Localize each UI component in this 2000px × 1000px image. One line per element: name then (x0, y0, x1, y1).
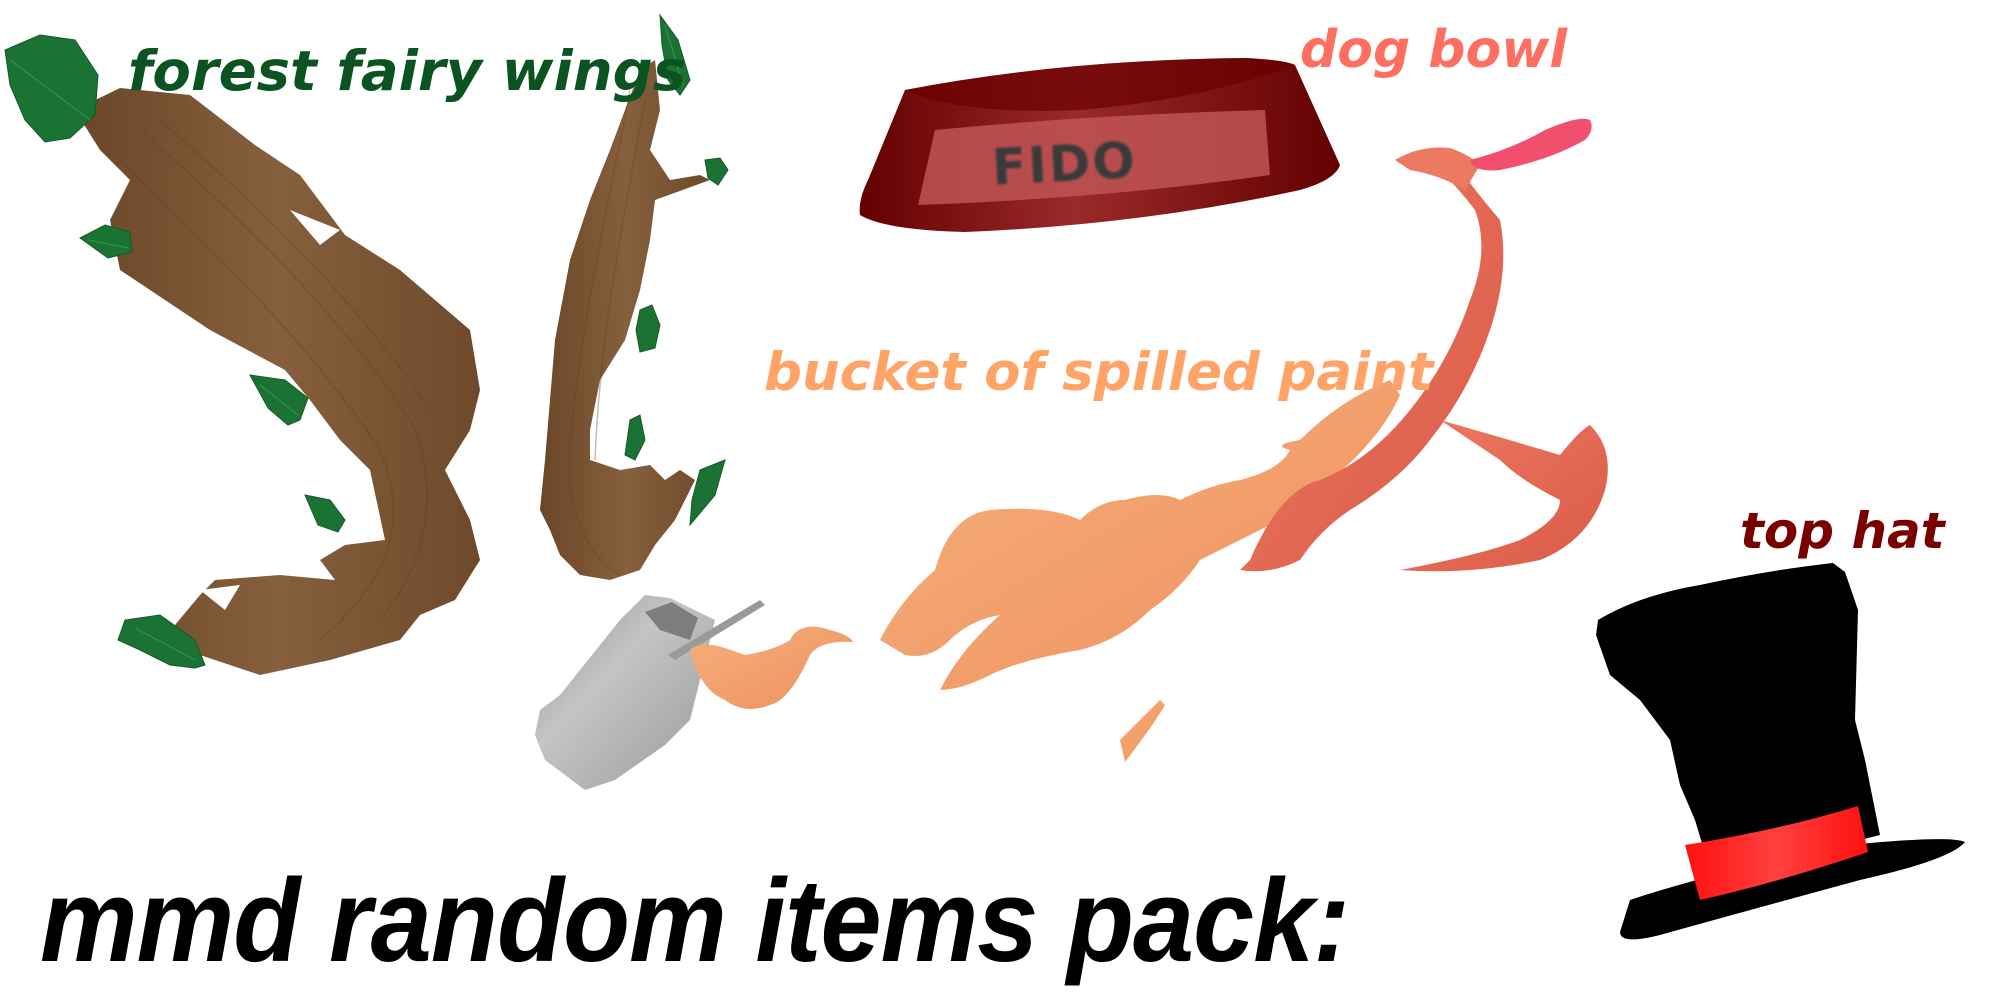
label-forest-fairy-wings: forest fairy wings (128, 39, 687, 103)
label-bucket-of-spilled-paint: bucket of spilled paint (764, 342, 1434, 403)
label-top-hat: top hat (1740, 502, 1945, 560)
leaf-icons (4, 13, 729, 669)
page-title: mmd random items pack: (40, 855, 1350, 987)
forest-fairy-wings-right (540, 60, 710, 580)
forest-fairy-wings-left (75, 88, 480, 675)
top-hat (1596, 563, 1965, 940)
paint-bucket (535, 595, 853, 790)
label-dog-bowl: dog bowl (1300, 20, 1568, 80)
spilled-paint (880, 118, 1608, 762)
bowl-engraving: FIDO (990, 131, 1139, 197)
dog-bowl (859, 58, 1340, 232)
